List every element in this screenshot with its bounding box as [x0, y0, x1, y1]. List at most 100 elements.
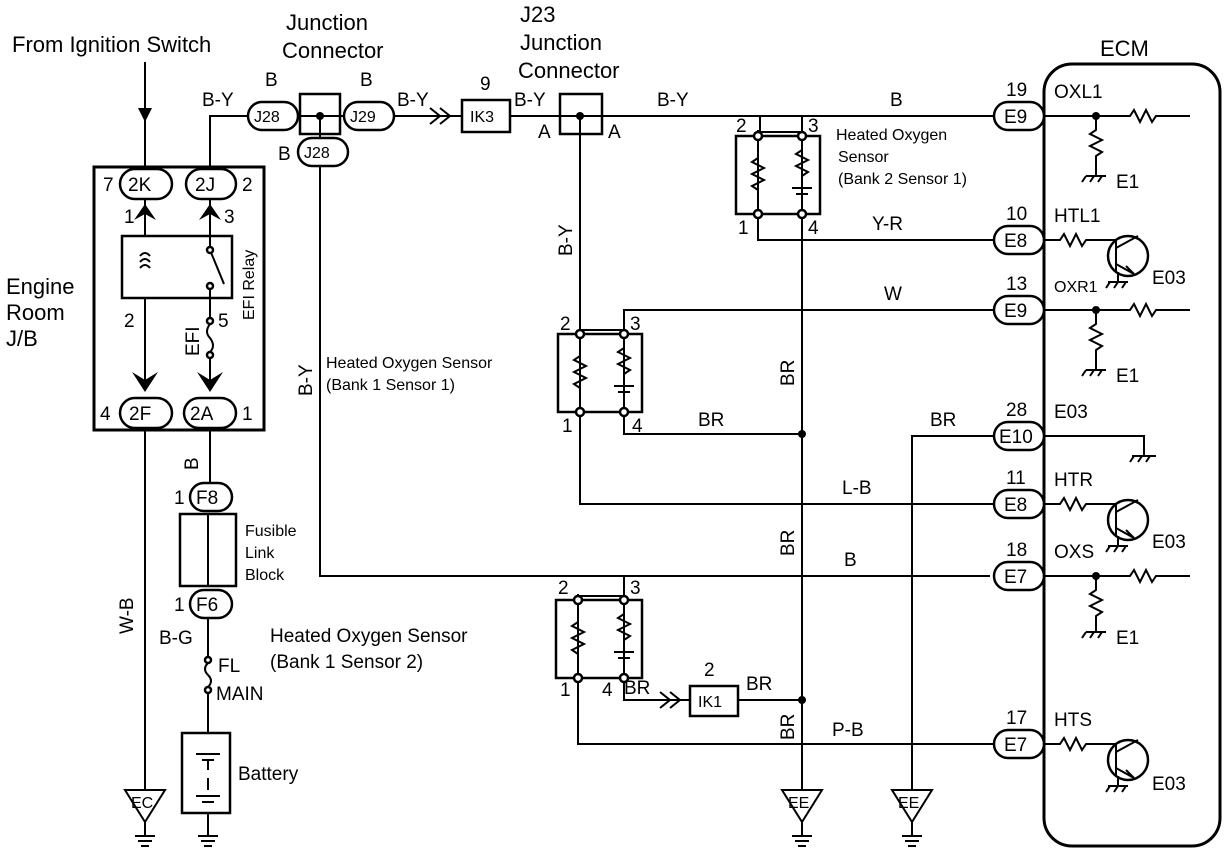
engine-room-jb — [92, 165, 266, 432]
jb-pin-2a: 2A — [182, 396, 238, 430]
wire-wb: W-B — [117, 597, 138, 634]
ecm-signal-label: HTR — [1054, 470, 1093, 491]
relay-pin-2: 2 — [124, 311, 135, 332]
sensor-bank1-sensor1 — [556, 328, 644, 418]
efi-fuse-label: EFI — [183, 326, 204, 356]
svg-text:F6: F6 — [196, 595, 218, 616]
junction-connector-label-2: Connector — [282, 38, 384, 63]
wire-bg: B-G — [159, 628, 193, 649]
engine-room-label-3: J/B — [6, 326, 38, 351]
b1s2-pin-3: 3 — [630, 578, 641, 599]
ignition-label: From Ignition Switch — [12, 32, 211, 57]
ecm-e03-a: E03 — [1152, 268, 1186, 289]
ecm-pin-number: 17 — [1006, 708, 1027, 729]
ecm-box — [1042, 62, 1222, 848]
jb-pin-1: 1 — [242, 404, 253, 425]
svg-text:J28: J28 — [304, 145, 330, 162]
connector-ik3: IK3 — [460, 98, 512, 134]
ecm-terminal-label: E8 — [1004, 231, 1027, 252]
ecm-e03-c: E03 — [1152, 774, 1186, 795]
ecm-signal-label: HTS — [1054, 710, 1092, 731]
wire-b-j28b: B — [278, 144, 291, 165]
j23-pin-a1: A — [538, 122, 551, 143]
ik3-pin: 9 — [480, 74, 491, 95]
wire-by-long: B-Y — [296, 364, 317, 396]
bs1-pin-1: 1 — [738, 218, 749, 239]
ecm-pin-htr: E8 11 HTR — [992, 468, 1093, 520]
sensor-b2s1-label-3: (Bank 2 Sensor 1) — [838, 171, 967, 188]
ecm-e03-b: E03 — [1152, 532, 1186, 553]
svg-text:2J: 2J — [195, 175, 215, 196]
wire-b-jb: B — [182, 457, 203, 470]
b1s2-pin-2: 2 — [558, 578, 569, 599]
wire-br-2: BR — [778, 530, 799, 556]
wire-br-4: BR — [698, 410, 724, 431]
jb-pin-7: 7 — [103, 175, 114, 196]
b1s1-pin-4: 4 — [632, 416, 643, 437]
ecm-e1-c: E1 — [1116, 628, 1139, 649]
ground-ee-2: EE — [898, 795, 919, 812]
svg-text:2F: 2F — [129, 404, 151, 425]
b1s2-pin-1: 1 — [560, 680, 571, 701]
wire-br-1: BR — [778, 360, 799, 386]
svg-text:J28: J28 — [254, 109, 280, 126]
j23-pin-a2: A — [608, 122, 621, 143]
fl-main-label-2: MAIN — [216, 684, 264, 705]
wire-b-j29: B — [360, 70, 373, 91]
connector-j28-bottom: J28 — [296, 136, 350, 168]
j23-label-3: Connector — [518, 58, 620, 83]
ecm-pin-number: 11 — [1006, 468, 1026, 489]
sensor-b1s1-label-2: (Bank 1 Sensor 1) — [326, 377, 455, 394]
jb-pin-2k: 2K — [118, 167, 174, 201]
bs1-pin-2: 2 — [736, 116, 747, 137]
ecm-terminal-label: E7 — [1004, 735, 1027, 756]
ecm-terminal-label: E8 — [1004, 495, 1027, 516]
wire-br-6: BR — [624, 678, 650, 699]
jb-pin-2: 2 — [242, 175, 253, 196]
sensor-bank2-sensor1 — [734, 130, 822, 220]
f6-pin: 1 — [174, 595, 185, 616]
jb-pin-2f: 2F — [118, 396, 174, 430]
sensor-b2s1-label-2: Sensor — [838, 149, 889, 166]
ecm-signal-label: OXS — [1054, 542, 1094, 563]
ecm-pin-number: 10 — [1006, 204, 1027, 225]
wire-b-e9: B — [890, 90, 903, 111]
jb-pin-2j: 2J — [184, 167, 238, 201]
ecm-pin-number: 19 — [1006, 80, 1027, 101]
engine-room-label-2: Room — [6, 300, 65, 325]
wire-by-j23-out: B-Y — [657, 90, 689, 111]
engine-room-label-1: Engine — [6, 274, 75, 299]
svg-text:IK1: IK1 — [698, 694, 722, 711]
fusible-link-label-2: Link — [245, 545, 275, 562]
ground-ec: EC — [131, 795, 153, 812]
wire-br-3: BR — [778, 714, 799, 740]
j23-label-2: Junction — [520, 30, 602, 55]
svg-text:J29: J29 — [350, 109, 376, 126]
fusible-link-label-1: Fusible — [245, 523, 297, 540]
sensor-b1s2-label-1: Heated Oxygen Sensor — [270, 626, 468, 647]
wire-lb: L-B — [842, 478, 872, 499]
ecm-pin-hts: E7 17 HTS — [992, 708, 1092, 760]
ecm-terminal-label: E9 — [1004, 301, 1027, 322]
connector-ik1: IK1 — [688, 684, 740, 718]
connector-f6: F6 — [188, 588, 234, 620]
svg-text:F8: F8 — [196, 488, 218, 509]
wire-by-vertical: B-Y — [556, 224, 577, 256]
f8-pin: 1 — [174, 488, 185, 509]
sensor-bank1-sensor2 — [554, 594, 644, 684]
wire-b-j28: B — [265, 70, 278, 91]
bs1-pin-3: 3 — [808, 116, 819, 137]
ecm-signal-label: OXR1 — [1054, 279, 1098, 296]
wire-by-ik3: B-Y — [397, 90, 429, 111]
battery-label: Battery — [238, 764, 299, 785]
relay-pin-5: 5 — [218, 311, 229, 332]
j23-label: J23 — [520, 2, 555, 27]
b1s1-pin-1: 1 — [562, 416, 573, 437]
ecm-terminal-label: E9 — [1004, 107, 1027, 128]
efi-relay — [120, 234, 234, 300]
